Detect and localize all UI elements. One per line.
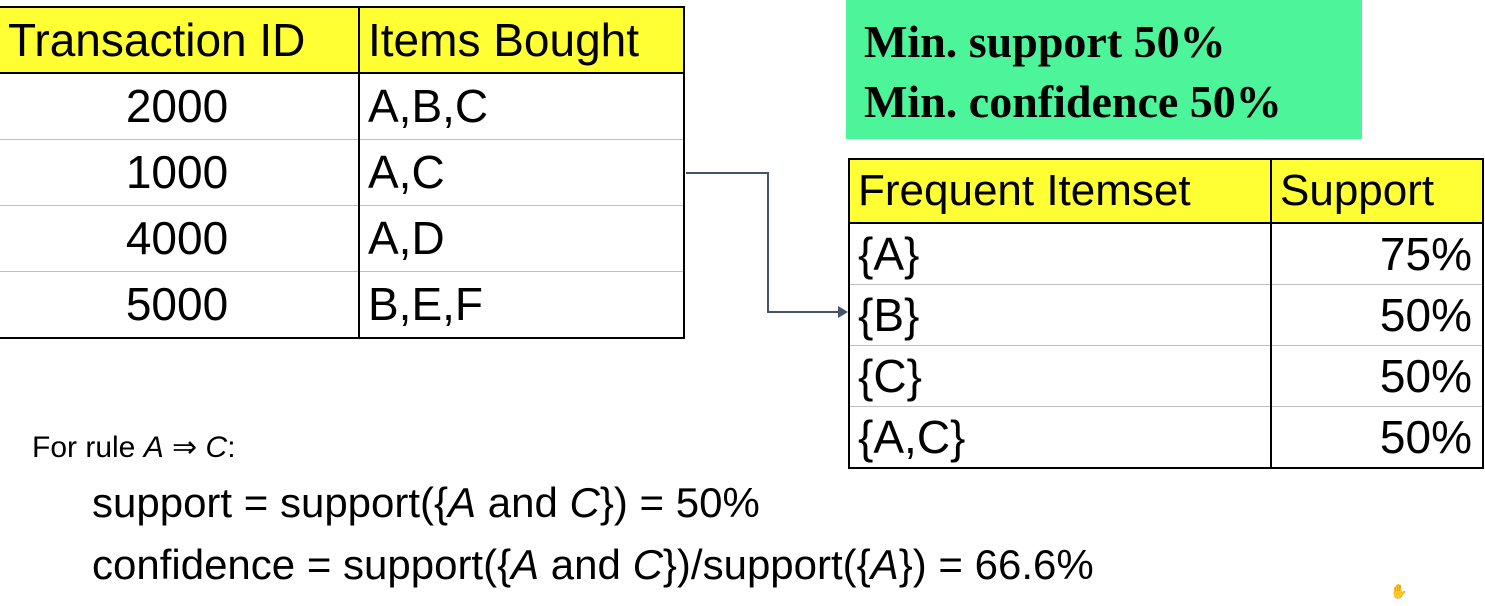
rule-arrow: ⇒ — [163, 431, 206, 464]
transaction-id-cell: 1000 — [0, 139, 360, 206]
thresholds-box: Min. support 50% Min. confidence 50% — [846, 0, 1362, 139]
transaction-id-cell: 5000 — [0, 271, 360, 339]
support-cell: 50% — [1270, 284, 1484, 346]
header-transaction-id: Transaction ID — [0, 6, 360, 74]
formula-var: A — [511, 541, 540, 588]
items-bought-cell: B,E,F — [358, 271, 685, 339]
table-row: {A,C} 50% — [848, 406, 1484, 469]
table-row: {C} 50% — [848, 345, 1484, 407]
table-row: 1000 A,C — [0, 139, 685, 206]
transaction-table: Transaction ID Items Bought 2000 A,B,C 1… — [0, 6, 685, 339]
header-frequent-itemset: Frequent Itemset — [848, 158, 1272, 224]
rule-intro-prefix: For rule — [32, 431, 144, 464]
formula-text: }) = 50% — [599, 479, 760, 526]
formula-text: })/support({ — [662, 541, 871, 588]
min-support-label: Min. support 50% — [864, 16, 1226, 67]
rule-intro: For rule A ⇒ C: — [32, 428, 236, 468]
itemset-cell: {A} — [848, 222, 1272, 285]
formula-text: }) = 66.6% — [898, 541, 1094, 588]
header-support: Support — [1270, 158, 1484, 224]
confidence-formula: confidence = support({A and C})/support(… — [92, 538, 1094, 592]
rule-lhs: A — [143, 431, 164, 464]
formula-var: A — [870, 541, 899, 588]
formula-text: confidence = support({ — [92, 541, 512, 588]
hand-cursor-icon: ✋ — [1390, 583, 1408, 599]
frequent-itemset-header: Frequent Itemset Support — [848, 158, 1484, 224]
items-bought-cell: A,D — [358, 205, 685, 272]
rule-intro-suffix: : — [227, 431, 236, 464]
itemset-cell: {A,C} — [848, 406, 1272, 469]
items-bought-cell: A,B,C — [358, 72, 685, 140]
formula-text: and — [476, 479, 570, 526]
formula-text: and — [539, 541, 633, 588]
table-row: 2000 A,B,C — [0, 72, 685, 140]
support-cell: 50% — [1270, 406, 1484, 469]
support-cell: 75% — [1270, 222, 1484, 285]
support-cell: 50% — [1270, 345, 1484, 407]
min-confidence-label: Min. confidence 50% — [864, 76, 1282, 127]
header-items-bought: Items Bought — [358, 6, 685, 74]
items-bought-cell: A,C — [358, 139, 685, 206]
support-formula: support = support({A and C}) = 50% — [92, 476, 760, 530]
formula-var: C — [632, 541, 663, 588]
rule-rhs: C — [205, 431, 228, 464]
transaction-table-header: Transaction ID Items Bought — [0, 6, 685, 74]
transaction-id-cell: 2000 — [0, 72, 360, 140]
itemset-cell: {B} — [848, 284, 1272, 346]
table-row: {A} 75% — [848, 222, 1484, 285]
formula-var: A — [448, 479, 477, 526]
transaction-id-cell: 4000 — [0, 205, 360, 272]
connector-arrow-icon — [686, 172, 848, 318]
table-row: {B} 50% — [848, 284, 1484, 346]
formula-var: C — [569, 479, 600, 526]
table-row: 5000 B,E,F — [0, 271, 685, 339]
itemset-cell: {C} — [848, 345, 1272, 407]
formula-text: support = support({ — [92, 479, 449, 526]
frequent-itemset-table: Frequent Itemset Support {A} 75% {B} 50%… — [848, 158, 1484, 469]
table-row: 4000 A,D — [0, 205, 685, 272]
